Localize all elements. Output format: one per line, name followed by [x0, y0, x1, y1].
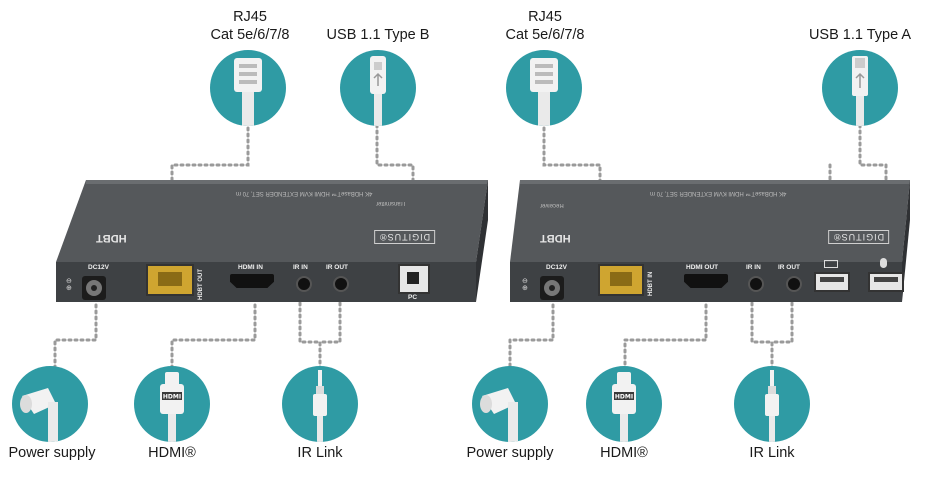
power-label-left: Power supply [8, 445, 96, 461]
usb-b-label: USB 1.1 Type B [326, 27, 430, 43]
usb-a-circle [822, 50, 898, 126]
ir-in-label: IR IN [746, 264, 761, 271]
rj45-label-line1: RJ45 [233, 9, 267, 25]
hdbt-in-label: HDBT IN [648, 271, 654, 296]
power-label-right: Power supply [466, 445, 554, 461]
usb-b-connector-icon [370, 56, 386, 126]
ir-in-port[interactable] [296, 276, 312, 292]
svg-text:HDMI: HDMI [163, 394, 181, 401]
power-circle-left [12, 366, 88, 442]
rj45-label-left: RJ45 Cat 5e/6/7/8 [190, 8, 310, 44]
dc-polarity-icon: ⊖⊕ [66, 278, 72, 292]
hdmi-out-label: HDMI OUT [686, 264, 719, 271]
dc-port-label: DC12V [546, 264, 567, 271]
hdmi-in-label: HDMI IN [238, 264, 263, 271]
usb-b-pc-port[interactable] [398, 264, 430, 294]
dc-power-port[interactable] [82, 276, 106, 300]
receiver-body [510, 180, 910, 302]
hdbt-out-port[interactable] [146, 264, 194, 296]
rj45-label-right: RJ45 Cat 5e/6/7/8 [485, 8, 605, 44]
top-print-sub: Transmitter [376, 200, 407, 206]
rj45-connector-icon [530, 58, 558, 126]
top-print: 4K HDBaseT™ HDMI KVM EXTENDER SET, 70 m [236, 190, 373, 196]
brand-badge: DIGITUS® [828, 230, 890, 244]
top-print: 4K HDBaseT™ HDMI KVM EXTENDER SET, 70 m [650, 190, 787, 196]
power-plug-icon [20, 388, 58, 442]
usb-a-connector-icon [852, 56, 868, 126]
hdmi-connector-icon: HDMI [160, 372, 184, 442]
hdbt-out-label: HDBT OUT [198, 269, 204, 300]
dc-polarity-icon: ⊖⊕ [522, 278, 528, 292]
ir-circle-left [282, 366, 358, 442]
hdmi-circle-left: HDMI [134, 366, 210, 442]
power-plug-icon [480, 388, 518, 442]
svg-text:HDMI: HDMI [615, 394, 633, 401]
ir-out-port[interactable] [333, 276, 349, 292]
hdmi-in-port[interactable] [230, 274, 274, 288]
top-print-sub: Receiver [540, 202, 564, 208]
rj45-label-line2: Cat 5e/6/7/8 [505, 27, 585, 43]
usb-a-port-1[interactable] [814, 272, 850, 292]
rj45-connector-icon [234, 58, 262, 126]
ir-out-label: IR OUT [326, 264, 349, 271]
ir-circle-right [734, 366, 810, 442]
pc-label: PC [408, 294, 418, 301]
hdmi-label-left: HDMI® [148, 445, 196, 461]
mouse-icon [880, 258, 887, 268]
brand-badge: DIGITUS® [374, 230, 436, 244]
ir-out-port[interactable] [786, 276, 802, 292]
ir-label-left: IR Link [297, 445, 343, 461]
hdmi-out-port[interactable] [684, 274, 728, 288]
hdmi-connector-icon: HDMI [612, 372, 636, 442]
ir-in-label: IR IN [293, 264, 308, 271]
audio-jack-icon [765, 370, 779, 442]
ir-in-port[interactable] [748, 276, 764, 292]
usb-a-label: USB 1.1 Type A [808, 27, 912, 43]
rj45-circle-right [506, 50, 582, 126]
ir-out-label: IR OUT [778, 264, 801, 271]
ir-label-right: IR Link [749, 445, 795, 461]
usb-b-circle [340, 50, 416, 126]
hdbt-logo: HDBT [540, 232, 571, 244]
rj45-label-line2: Cat 5e/6/7/8 [210, 27, 290, 43]
dc-power-port[interactable] [540, 276, 564, 300]
receiver-device: 4K HDBaseT™ HDMI KVM EXTENDER SET, 70 m … [510, 180, 910, 308]
rj45-label-line1: RJ45 [528, 9, 562, 25]
hdmi-label-right: HDMI® [600, 445, 648, 461]
power-circle-right [472, 366, 548, 442]
audio-jack-icon [313, 370, 327, 442]
usb-a-port-2[interactable] [868, 272, 904, 292]
dc-port-label: DC12V [88, 264, 109, 271]
hdbt-logo: HDBT [96, 232, 127, 244]
hdbt-in-port[interactable] [598, 264, 644, 296]
rj45-circle-left [210, 50, 286, 126]
keyboard-icon [824, 260, 838, 268]
hdmi-circle-right: HDMI [586, 366, 662, 442]
